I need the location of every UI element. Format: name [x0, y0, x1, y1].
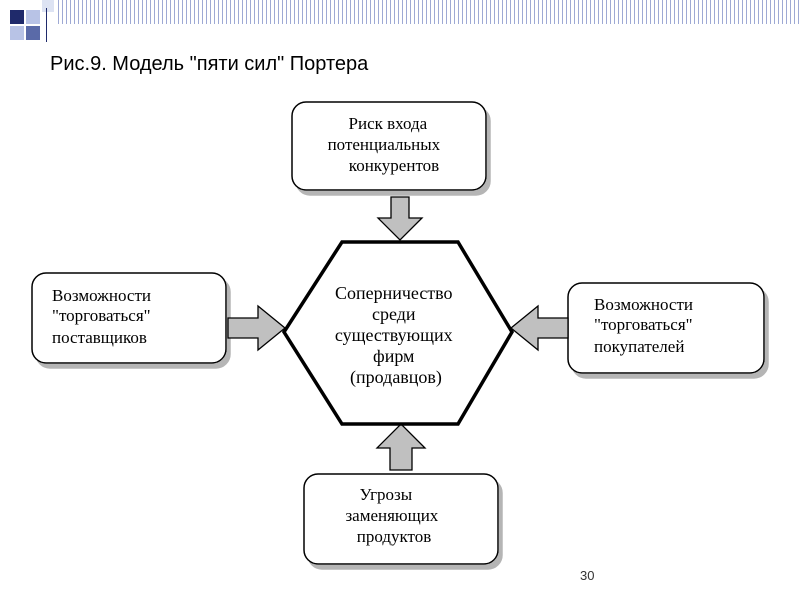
header-stripe-bar — [58, 0, 800, 24]
svg-text:Возможности "торговаться: Возможности "торговаться" покупателей — [594, 295, 697, 356]
arrow-right-left — [227, 304, 287, 352]
bottom-box-line: заменяющих — [345, 506, 438, 525]
right-box-line: "торговаться" — [594, 315, 693, 334]
vertical-rule — [46, 8, 47, 42]
left-box-line: "торговаться" — [52, 306, 151, 325]
arrow-up-bottom — [375, 423, 427, 471]
page-number: 30 — [580, 568, 595, 583]
right-force-box: Возможности "торговаться" покупателей — [567, 282, 765, 374]
corner-square-light — [10, 26, 24, 40]
top-box-line: конкурентов — [349, 156, 439, 175]
left-box-line: Возможности — [52, 286, 151, 305]
bottom-box-line: Угрозы — [360, 485, 413, 504]
center-hexagon: Соперничество среди существующих фирм (п… — [281, 240, 515, 426]
center-line: фирм — [373, 346, 414, 366]
top-box-line: Риск входа — [349, 114, 428, 133]
arrow-down-top — [376, 196, 424, 241]
center-line: среди — [372, 304, 416, 324]
bottom-box-line: продуктов — [357, 527, 432, 546]
top-force-box: Риск входа потенциальных конкурентов — [291, 101, 487, 191]
center-line: (продавцов) — [350, 367, 442, 388]
corner-square-dark — [10, 10, 24, 24]
center-line: существующих — [335, 325, 453, 345]
left-force-box: Возможности "торговаться" поставщиков — [31, 272, 227, 364]
svg-text:Риск входа потенциальны: Риск входа потенциальных конкурентов — [328, 114, 445, 175]
top-box-line: потенциальных — [328, 135, 441, 154]
center-line: Соперничество — [335, 283, 453, 303]
svg-text:Соперничество среди: Соперничество среди существующих фирм (п… — [335, 283, 457, 388]
corner-square-light — [26, 10, 40, 24]
right-box-line: покупателей — [594, 337, 684, 356]
slide-title: Рис.9. Модель "пяти сил" Портера — [50, 53, 369, 75]
svg-text:Угрозы заменяющих: Угрозы заменяющих продуктов — [345, 485, 442, 546]
bottom-force-box: Угрозы заменяющих продуктов — [303, 473, 499, 565]
svg-text:Возможности "торговаться: Возможности "торговаться" поставщиков — [52, 286, 155, 347]
left-box-line: поставщиков — [52, 328, 147, 347]
corner-square-mid — [26, 26, 40, 40]
corner-square-light — [42, 0, 54, 12]
right-box-line: Возможности — [594, 295, 693, 314]
arrow-left-right — [509, 304, 569, 352]
